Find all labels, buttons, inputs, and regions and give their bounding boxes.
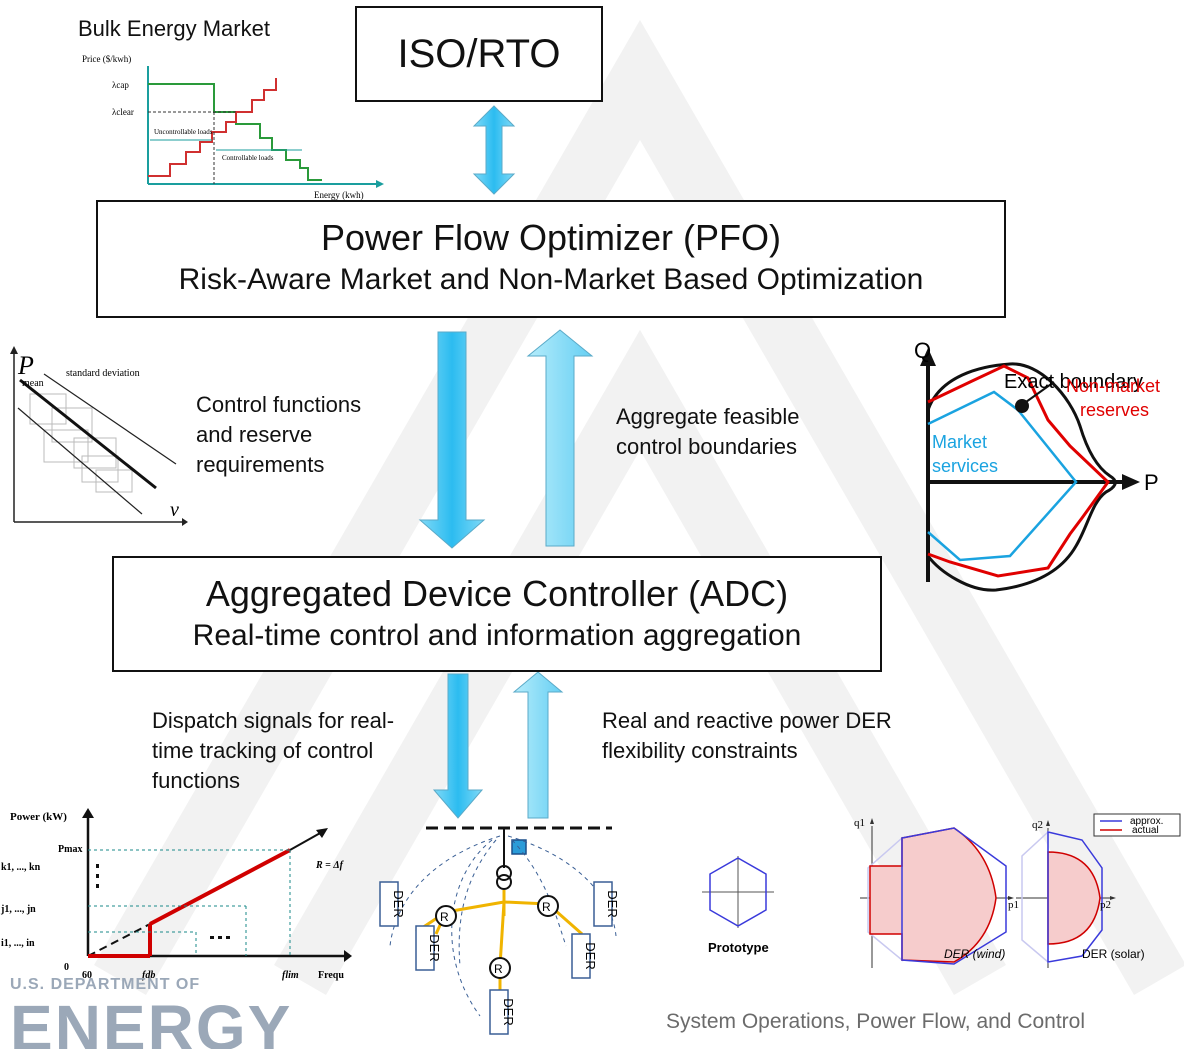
up-pfo-label: Aggregate feasible control boundaries xyxy=(616,404,800,459)
prototype-label: Prototype xyxy=(708,940,769,955)
down-adc-label: Dispatch signals for real- time tracking… xyxy=(152,708,395,793)
std-deviation-plot: P ν mean standard deviation xyxy=(10,346,188,526)
adc-title: Aggregated Device Controller (ADC) xyxy=(205,573,789,614)
up-adc-label: Real and reactive power DER flexibility … xyxy=(602,708,892,763)
pfo-subtitle: Risk-Aware Market and Non-Market Based O… xyxy=(178,263,924,296)
pfo-up-arrow xyxy=(526,329,594,547)
nonmarket-label-line1: Non-market xyxy=(1066,376,1160,396)
hex-panels: Prototype q1 p1 DER (wind) q2 p2 DER (so… xyxy=(702,813,1181,968)
std-x-label: ν xyxy=(170,499,179,521)
market-title: Bulk Energy Market xyxy=(78,16,270,41)
solar-label: DER (solar) xyxy=(1082,947,1145,961)
exact-boundary-label: Exact boundary xyxy=(1004,371,1143,393)
market-x-axis: Energy (kwh) xyxy=(314,190,364,200)
feeder-der-2: DER xyxy=(605,890,620,917)
wind-label: DER (wind) xyxy=(944,947,1005,961)
droop-x-axis: Frequ xyxy=(318,970,344,981)
feeder-r2: R xyxy=(542,900,551,914)
nonmarket-boundary xyxy=(927,364,1110,578)
market-lambda-cap: λcap xyxy=(112,80,129,90)
solar-hex: q2 p2 DER (solar) xyxy=(1016,819,1145,968)
market-y-axis: Price ($/kwh) xyxy=(82,54,131,64)
droop-pmax: Pmax xyxy=(58,844,82,855)
hex-legend: approx. actual xyxy=(1093,813,1181,837)
feeder-diagram: R R R DER DER DER DER DER xyxy=(379,826,620,1035)
droop-flim: flim xyxy=(282,970,299,981)
std-deviation-label: standard deviation xyxy=(66,368,140,379)
legend-approx: approx. xyxy=(1130,816,1163,827)
solar-p2: p2 xyxy=(1100,899,1111,911)
adc-subtitle: Real-time control and information aggreg… xyxy=(192,619,802,652)
feeder-r1: R xyxy=(440,910,449,924)
pfo-down-arrow xyxy=(418,331,486,549)
droop-f60: 60 xyxy=(82,970,92,981)
adc-up-arrow xyxy=(512,671,564,819)
market-label-line1: Market xyxy=(932,432,987,452)
feeder-der-1: DER xyxy=(391,890,406,917)
market-chart: Price ($/kwh) λcap λclear Uncontrollable… xyxy=(82,54,384,200)
legend-actual: actual xyxy=(1132,825,1159,836)
droop-fdb: fdb xyxy=(142,970,155,981)
prototype-hex: Prototype xyxy=(702,856,774,955)
droop-zero: 0 xyxy=(64,962,69,973)
droop-chart: Power (kW) Pmax k1, ..., kn j1, ..., jn … xyxy=(0,808,352,981)
pfo-box: Power Flow Optimizer (PFO) Risk-Aware Ma… xyxy=(96,200,1006,318)
doe-logo-small-text: U.S. DEPARTMENT OF xyxy=(10,976,201,993)
adc-box: Aggregated Device Controller (ADC) Real-… xyxy=(112,556,882,672)
market-uncontrollable: Uncontrollable loads xyxy=(154,128,213,136)
feeder-der-5: DER xyxy=(501,998,516,1025)
droop-k-row: k1, ..., kn xyxy=(1,862,41,873)
droop-i-row: i1, ..., in xyxy=(1,938,35,949)
doe-logo-big-text: ENERGY xyxy=(10,992,290,1049)
market-controllable: Controllable loads xyxy=(222,154,274,162)
iso-rto-box: ISO/RTO xyxy=(355,6,603,102)
feeder-der-4: DER xyxy=(583,942,598,969)
iso-rto-title: ISO/RTO xyxy=(397,31,561,76)
pfo-title: Power Flow Optimizer (PFO) xyxy=(320,217,782,258)
wind-p1: p1 xyxy=(1008,899,1019,911)
wind-hex: q1 p1 DER (wind) xyxy=(854,817,1019,968)
doe-logo: U.S. DEPARTMENT OF ENERGY xyxy=(10,976,290,1049)
solar-q2: q2 xyxy=(1032,819,1043,831)
boundary-p-label: P xyxy=(1144,470,1159,495)
market-boundary xyxy=(927,390,1078,562)
market-label-line2: services xyxy=(932,456,998,476)
footer-caption: System Operations, Power Flow, and Contr… xyxy=(666,1010,1086,1033)
market-lambda-clear: λclear xyxy=(112,107,134,117)
exact-boundary-curve xyxy=(926,362,1117,592)
std-mean-label: mean xyxy=(22,378,44,389)
feeder-r3: R xyxy=(494,962,503,976)
feeder-der-3: DER xyxy=(427,934,442,961)
droop-y-axis: Power (kW) xyxy=(10,811,67,823)
iso-pfo-double-arrow xyxy=(472,105,516,195)
boundary-q-label: Q xyxy=(914,338,931,363)
boundary-diagram: Q P Exact boundary Non-market reserves M… xyxy=(914,338,1160,592)
std-y-label: P xyxy=(17,351,34,380)
droop-j-row: j1, ..., jn xyxy=(0,904,36,915)
nonmarket-label-line2: reserves xyxy=(1080,400,1149,420)
wind-q1: q1 xyxy=(854,817,865,829)
down-pfo-label: Control functions and reserve requiremen… xyxy=(196,392,362,477)
droop-r-label: R = Δf xyxy=(315,860,345,871)
adc-down-arrow xyxy=(432,673,484,819)
